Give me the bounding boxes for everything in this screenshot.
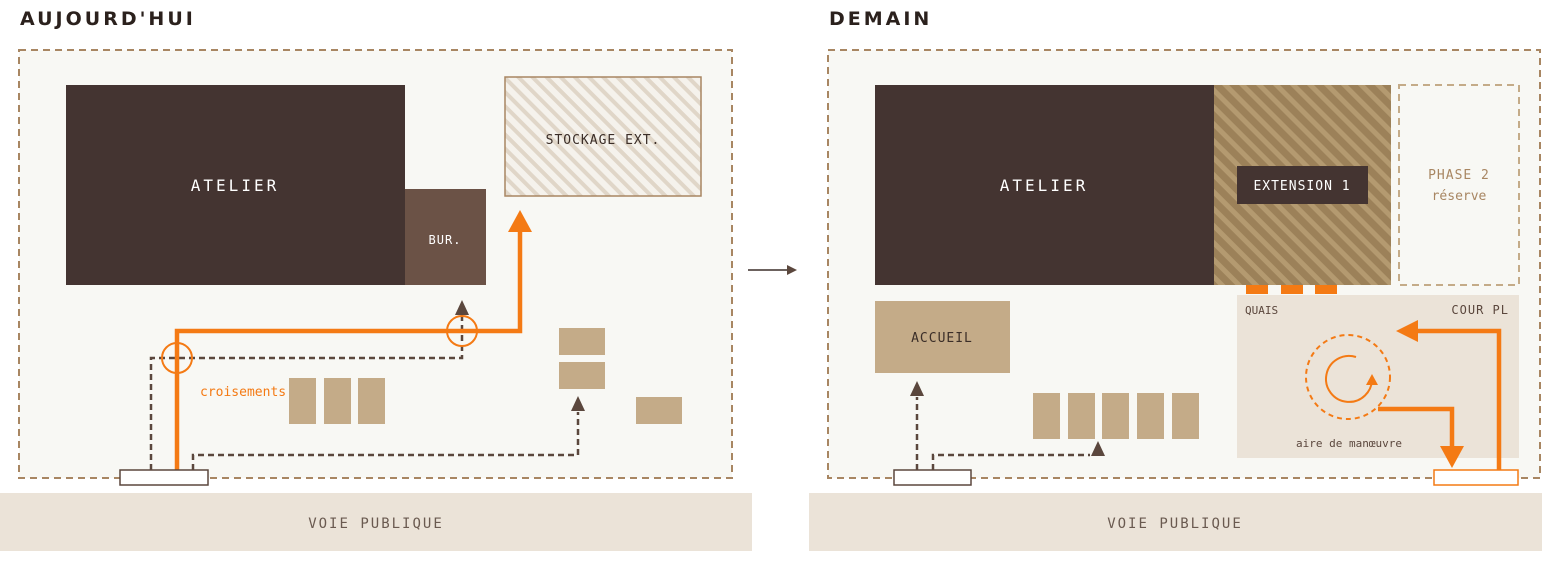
parking-spot <box>1033 393 1060 439</box>
turning-circle <box>1305 334 1391 420</box>
arrowhead <box>910 381 924 396</box>
atelier-label-today: ATELIER <box>191 176 279 195</box>
extension-label-box <box>1237 166 1368 204</box>
parking-spot <box>1102 393 1129 439</box>
docks-label: QUAIS <box>1245 304 1278 317</box>
road-label-tomorrow: VOIE PUBLIQUE <box>1107 516 1243 532</box>
arrow-right-icon <box>748 265 797 275</box>
rotation-icon <box>1325 354 1378 403</box>
atelier-today <box>66 85 405 285</box>
parking-spot <box>1172 393 1199 439</box>
panel-today: AUJOURD'HUI VOIE PUBLIQUE ATELIER BUR. S… <box>0 8 752 551</box>
arrowhead <box>571 396 585 411</box>
crossing-marker <box>161 342 193 374</box>
site-gate-light <box>893 469 972 486</box>
parking-spot <box>358 378 385 424</box>
arrowhead <box>1396 320 1418 342</box>
flow-truck-today <box>174 230 523 470</box>
atelier-tomorrow <box>875 85 1214 285</box>
road-label-today: VOIE PUBLIQUE <box>308 516 444 532</box>
crossings-label: croisements <box>200 385 286 400</box>
truck-yard-label: COUR PL <box>1451 303 1509 317</box>
arrowhead <box>1091 441 1105 456</box>
arrowhead <box>508 210 532 232</box>
flow-dashed-to-parking <box>931 453 1090 470</box>
site-gate-trucks <box>1433 469 1519 486</box>
parking-spot <box>559 328 605 355</box>
flow-truck-out <box>1378 406 1455 448</box>
reception <box>875 301 1010 373</box>
panel-tomorrow: DEMAIN VOIE PUBLIQUE ATELIER EXTENSION 1… <box>809 8 1542 551</box>
office-label-today: BUR. <box>429 233 462 247</box>
truck-yard <box>1237 295 1519 458</box>
extension-label: EXTENSION 1 <box>1253 179 1350 194</box>
arrowhead <box>455 300 469 315</box>
parking-spot <box>1068 393 1095 439</box>
storage-label: STOCKAGE EXT. <box>546 133 661 148</box>
arrowhead <box>1440 446 1464 468</box>
phase-2-sublabel: réserve <box>1432 189 1487 204</box>
phase-2-label: PHASE 2 <box>1428 168 1490 183</box>
panel-title-today: AUJOURD'HUI <box>20 8 196 30</box>
road-today <box>0 493 752 551</box>
loading-dock <box>1315 285 1337 294</box>
parking-spot <box>559 362 605 389</box>
site-gate-today <box>119 469 209 486</box>
parking-spot <box>289 378 316 424</box>
parking-spot <box>324 378 351 424</box>
reception-label: ACCUEIL <box>911 331 973 346</box>
flow-dashed-to-parking <box>191 412 580 470</box>
loading-dock <box>1281 285 1303 294</box>
parking-spot <box>1137 393 1164 439</box>
flow-truck-in <box>1415 328 1502 470</box>
atelier-label-tomorrow: ATELIER <box>1000 176 1088 195</box>
panel-title-tomorrow: DEMAIN <box>829 8 932 30</box>
crossing-marker <box>446 315 478 347</box>
parking-spot <box>636 397 682 424</box>
flow-dashed-to-office <box>149 314 464 470</box>
outdoor-storage <box>504 76 702 197</box>
office-today <box>405 189 486 285</box>
road-tomorrow <box>809 493 1542 551</box>
phase-2-reserve <box>1398 84 1520 286</box>
maneuver-area-label: aire de manœuvre <box>1296 437 1402 450</box>
loading-dock <box>1246 285 1268 294</box>
